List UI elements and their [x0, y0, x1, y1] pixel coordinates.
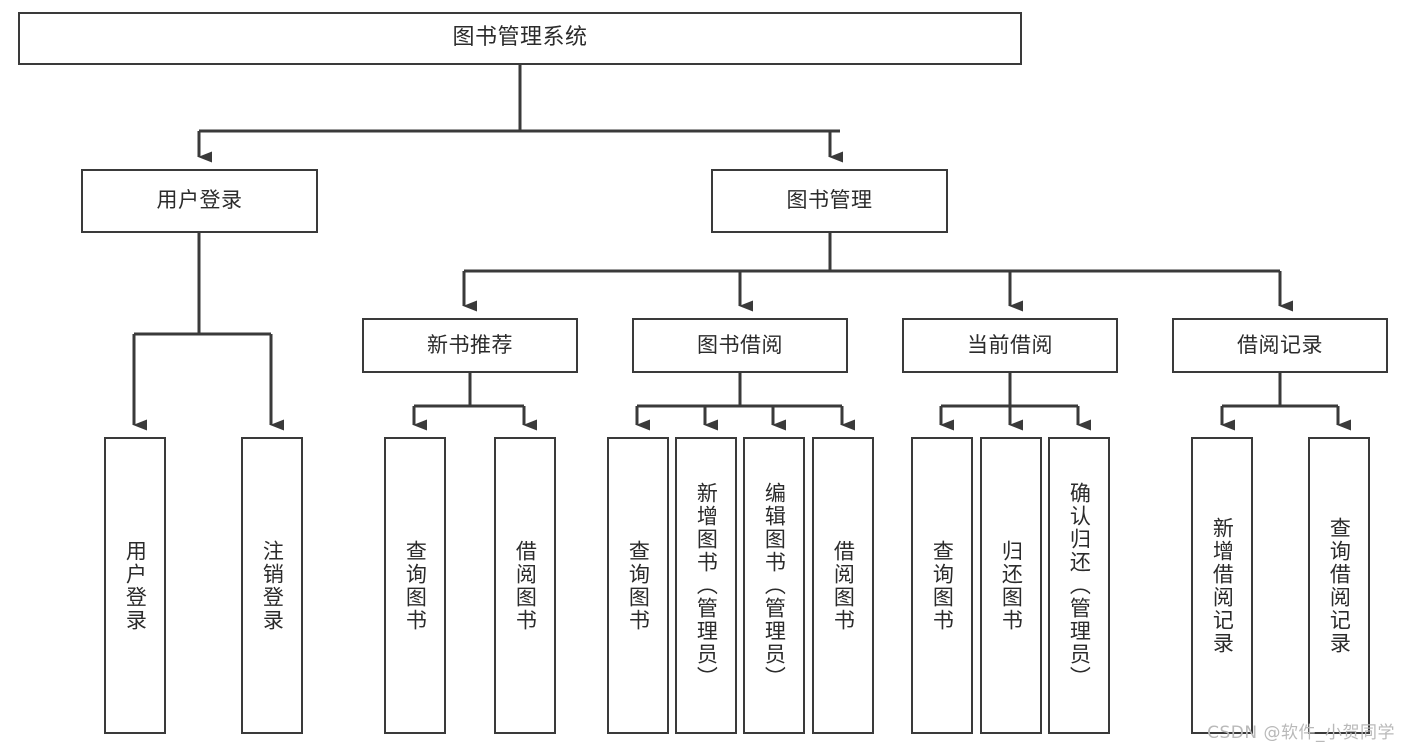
node-label: 注销登录: [260, 539, 285, 632]
node-label: 查询图书: [626, 539, 651, 632]
node-current-borrow[interactable]: 当前借阅: [902, 318, 1118, 373]
node-label: 图书管理: [786, 188, 873, 213]
node-label: 编辑图书（管理员）: [762, 482, 787, 689]
node-label: 归还图书: [999, 539, 1024, 632]
node-label: 图书借阅: [697, 332, 783, 357]
leaf-logout[interactable]: 注销登录: [241, 437, 303, 734]
watermark: CSDN @软件_小贺同学: [1207, 723, 1395, 743]
leaf-confirm-return-admin[interactable]: 确认归还（管理员）: [1048, 437, 1110, 734]
node-book-management[interactable]: 图书管理: [711, 169, 948, 233]
leaf-borrow-books[interactable]: 借阅图书: [812, 437, 874, 734]
node-label: 新书推荐: [427, 332, 513, 357]
leaf-borrow-books-recommend[interactable]: 借阅图书: [494, 437, 556, 734]
node-book-borrow[interactable]: 图书借阅: [632, 318, 848, 373]
node-label: 确认归还（管理员）: [1067, 482, 1092, 689]
node-label: 查询图书: [403, 539, 428, 632]
leaf-user-login[interactable]: 用户登录: [104, 437, 166, 734]
node-borrow-records[interactable]: 借阅记录: [1172, 318, 1388, 373]
leaf-query-books-recommend[interactable]: 查询图书: [384, 437, 446, 734]
leaf-query-books-borrow[interactable]: 查询图书: [607, 437, 669, 734]
node-user-login[interactable]: 用户登录: [81, 169, 318, 233]
leaf-add-book-admin[interactable]: 新增图书（管理员）: [675, 437, 737, 734]
leaf-query-borrow-record[interactable]: 查询借阅记录: [1308, 437, 1370, 734]
node-label: 图书管理系统: [452, 25, 588, 51]
leaf-add-borrow-record[interactable]: 新增借阅记录: [1191, 437, 1253, 734]
node-label: 查询图书: [930, 539, 955, 632]
node-label: 借阅图书: [831, 539, 856, 632]
leaf-query-books-current[interactable]: 查询图书: [911, 437, 973, 734]
node-label: 借阅记录: [1237, 332, 1323, 357]
node-label: 新增图书（管理员）: [694, 482, 719, 689]
leaf-return-books[interactable]: 归还图书: [980, 437, 1042, 734]
node-label: 用户登录: [123, 539, 148, 632]
node-label: 用户登录: [156, 188, 243, 213]
node-label: 借阅图书: [513, 539, 538, 632]
leaf-edit-book-admin[interactable]: 编辑图书（管理员）: [743, 437, 805, 734]
node-label: 新增借阅记录: [1210, 516, 1235, 655]
node-label: 当前借阅: [967, 332, 1053, 357]
node-label: 查询借阅记录: [1327, 516, 1352, 655]
node-new-book-recommend[interactable]: 新书推荐: [362, 318, 578, 373]
node-root-system[interactable]: 图书管理系统: [18, 12, 1022, 65]
